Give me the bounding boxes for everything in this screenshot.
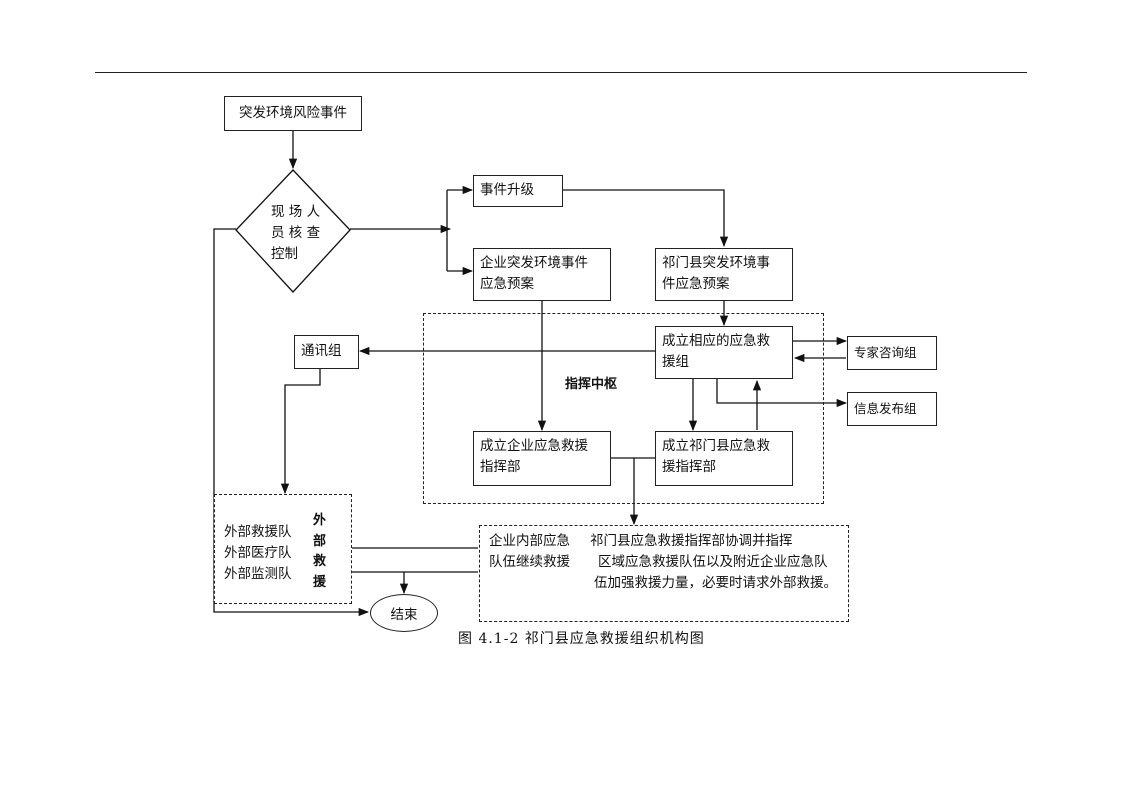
county-hq-line-1: 成立祁门县应急救 [662, 438, 770, 454]
event-upgrade-box: 事件升级 [473, 175, 563, 207]
external-rescue-box [214, 494, 352, 604]
end-ellipse: 结束 [370, 594, 438, 632]
internal-line-1: 企业内部应急 [489, 533, 570, 549]
internal-line-2: 队伍继续救援 [489, 554, 570, 570]
comm-group-text: 通讯组 [301, 343, 342, 359]
establish-group-line-1: 成立相应的应急救 [662, 333, 770, 349]
command-center-label: 指挥中枢 [565, 377, 618, 392]
decision-line-2: 员 核 查 [271, 225, 321, 241]
decision-line-3: 控制 [271, 246, 298, 262]
info-group-text: 信息发布组 [854, 401, 917, 416]
enterprise-plan-box: 企业突发环境事件 应急预案 [473, 248, 611, 301]
external-label-char-2: 部 [313, 533, 327, 549]
start-text: 突发环境风险事件 [239, 105, 347, 121]
top-rule [95, 72, 1027, 73]
external-label-char-1: 外 [313, 513, 327, 528]
county-coord-line-2: 区域应急救援队伍以及附近企业应急队 [598, 554, 828, 570]
county-plan-line-1: 祁门县突发环境事 [662, 255, 770, 271]
info-group-box: 信息发布组 [847, 392, 937, 426]
decision-text: 现 场 人 员 核 查 控制 [271, 202, 320, 265]
command-center-region [423, 313, 824, 504]
establish-group-line-2: 援组 [662, 354, 689, 370]
enterprise-plan-line-1: 企业突发环境事件 [480, 255, 588, 271]
comm-group-box: 通讯组 [294, 335, 359, 369]
enterprise-hq-line-2: 指挥部 [480, 459, 521, 475]
figure-caption: 图 4.1-2 祁门县应急救援组织机构图 [458, 631, 705, 647]
county-coord-line-3: 伍加强救援力量，必要时请求外部救援。 [594, 575, 837, 591]
coordination-box [479, 525, 849, 622]
county-coordination-text: 祁门县应急救援指挥部协调并指挥 区域应急救援队伍以及附近企业应急队 伍加强救援力… [590, 531, 837, 594]
county-plan-box: 祁门县突发环境事 件应急预案 [655, 248, 793, 301]
external-team-monitoring: 外部监测队 [224, 566, 292, 582]
end-text: 结束 [390, 607, 418, 623]
start-box: 突发环境风险事件 [224, 96, 362, 131]
arrow-comm-to-external [280, 369, 321, 495]
county-coord-line-1: 祁门县应急救援指挥部协调并指挥 [590, 533, 793, 549]
arrow-upgrade-to-county-plan [563, 189, 729, 248]
external-rescue-label: 外 部 救 援 [313, 511, 326, 593]
county-plan-line-2: 件应急预案 [662, 276, 730, 292]
enterprise-plan-line-2: 应急预案 [480, 276, 534, 292]
enterprise-hq-box: 成立企业应急救援 指挥部 [473, 431, 611, 486]
external-team-medical: 外部医疗队 [224, 545, 292, 561]
internal-teams-text: 企业内部应急 队伍继续救援 [489, 531, 570, 573]
decision-diamond [235, 169, 351, 293]
external-teams-list: 外部救援队 外部医疗队 外部监测队 [224, 522, 292, 585]
external-label-char-4: 援 [313, 574, 327, 590]
event-upgrade-text: 事件升级 [480, 182, 534, 198]
county-hq-box: 成立祁门县应急救 援指挥部 [655, 431, 793, 486]
external-team-rescue: 外部救援队 [224, 524, 292, 540]
arrow-group-to-info [716, 379, 848, 408]
county-hq-line-2: 援指挥部 [662, 459, 716, 475]
expert-group-box: 专家咨询组 [847, 336, 937, 370]
decision-line-1: 现 场 人 [271, 204, 321, 220]
enterprise-hq-line-1: 成立企业应急救援 [480, 438, 588, 454]
establish-group-box: 成立相应的应急救 援组 [655, 326, 793, 379]
arrow-decision-to-end [213, 228, 370, 617]
external-label-char-3: 救 [313, 554, 327, 569]
expert-group-text: 专家咨询组 [854, 345, 917, 360]
